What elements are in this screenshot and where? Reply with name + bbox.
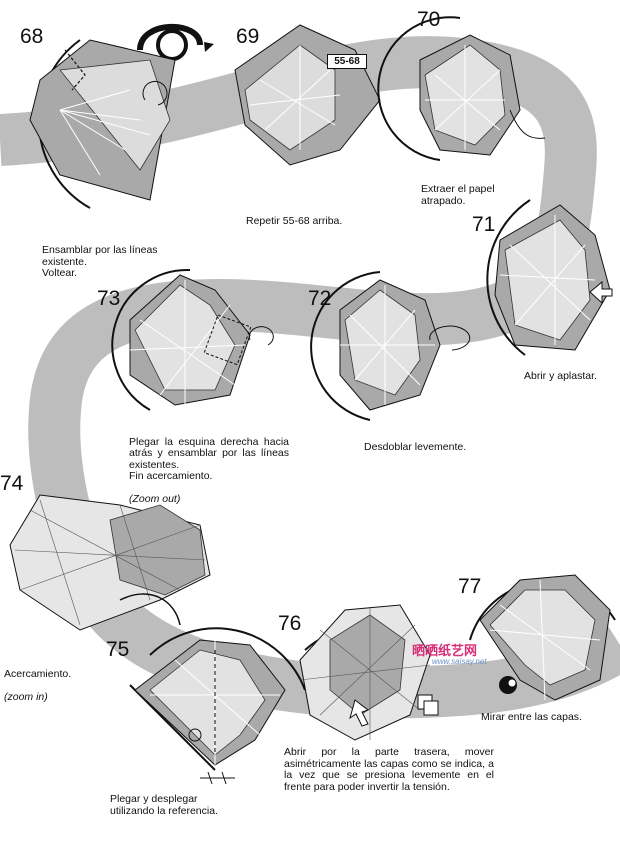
model-68 bbox=[29, 39, 176, 209]
caption-77: Mirar entre las capas. bbox=[481, 711, 582, 723]
watermark-url: www.saisay.net bbox=[432, 657, 487, 666]
model-70 bbox=[377, 16, 546, 161]
caption-74: Acercamiento. (zoom in) bbox=[4, 657, 124, 703]
caption-73: Plegar la esquina derecha hacia atrás y … bbox=[129, 425, 289, 506]
model-75 bbox=[129, 627, 306, 785]
step-number-75: 75 bbox=[106, 638, 130, 661]
step-number-73: 73 bbox=[97, 287, 121, 310]
step-number-70: 70 bbox=[417, 8, 441, 31]
caption-71: Abrir y aplastar. bbox=[524, 370, 597, 382]
caption-69: Repetir 55-68 arriba. bbox=[246, 215, 343, 227]
step-number-69: 69 bbox=[236, 25, 260, 48]
step-number-71: 71 bbox=[472, 213, 496, 236]
step-number-74: 74 bbox=[0, 472, 24, 495]
caption-73-text: Plegar la esquina derecha hacia atrás y … bbox=[129, 435, 289, 482]
model-73 bbox=[111, 268, 274, 411]
step-number-68: 68 bbox=[20, 25, 44, 48]
model-74 bbox=[9, 494, 211, 631]
step-number-76: 76 bbox=[278, 612, 302, 635]
caption-72: Desdoblar levemente. bbox=[364, 441, 467, 453]
model-72 bbox=[310, 271, 471, 421]
caption-74-text: Acercamiento. bbox=[4, 667, 72, 680]
caption-74-italic: (zoom in) bbox=[4, 690, 48, 703]
reference-badge: 55-68 bbox=[327, 54, 367, 69]
model-76 bbox=[299, 604, 439, 741]
caption-75: Plegar y desplegar utilizando la referen… bbox=[110, 793, 218, 817]
watermark-text: 晒晒纸艺网 bbox=[412, 644, 478, 659]
eye-icon bbox=[499, 676, 517, 694]
caption-70: Extraer el papel atrapado. bbox=[421, 183, 495, 207]
caption-76: Abrir por la parte trasera, mover asimét… bbox=[284, 746, 494, 793]
model-77 bbox=[469, 574, 616, 701]
model-71 bbox=[486, 199, 613, 356]
caption-68: Ensamblar por las líneas existente. Volt… bbox=[42, 244, 158, 279]
step-number-77: 77 bbox=[458, 575, 482, 598]
caption-73-italic: (Zoom out) bbox=[129, 493, 181, 505]
step-number-72: 72 bbox=[308, 287, 332, 310]
